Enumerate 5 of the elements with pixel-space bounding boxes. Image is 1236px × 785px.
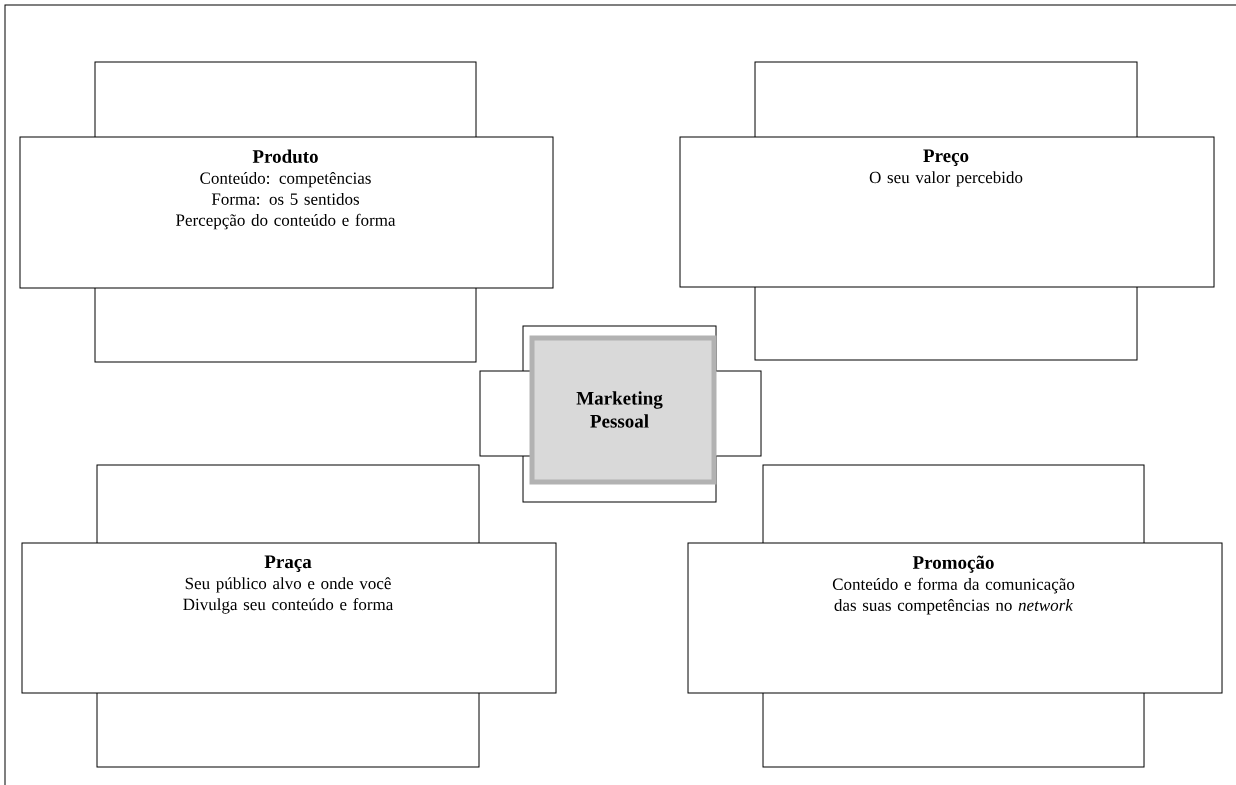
cross-box: Produto Conteúdo: competências Forma: os 5 sentidos Percepção do conteúdo e forma — [19, 61, 554, 363]
cross-box: Promoção Conteúdo e forma da comunicação das suas competências no network — [687, 464, 1223, 768]
cross-box: Marketing Pessoal — [479, 325, 762, 503]
cross-box: Praça Seu público alvo e onde você Divulga seu conteúdo e forma — [21, 464, 557, 768]
cross-box: Preço O seu valor percebido — [679, 61, 1215, 361]
